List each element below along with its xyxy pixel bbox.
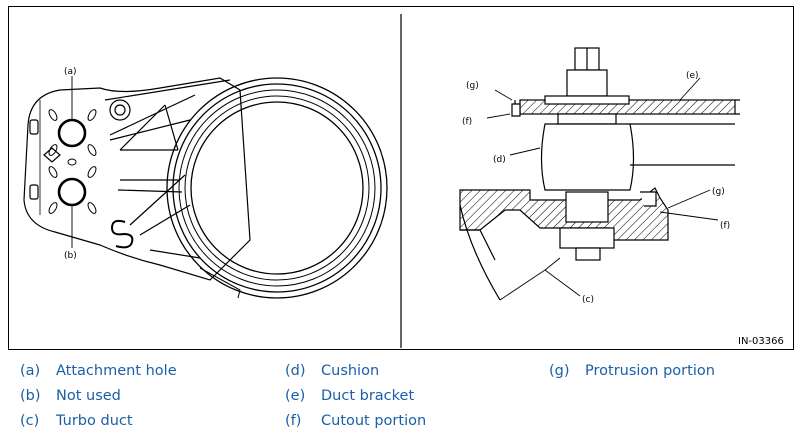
legend-key: (a) [20, 363, 41, 379]
legend-item-a: (a) Attachment hole [20, 363, 177, 379]
legend-item-b: (b) Not used [20, 388, 121, 404]
legend-key: (b) [20, 388, 41, 404]
legend-label: Not used [56, 388, 121, 404]
callout-f-right: (f) [720, 221, 730, 231]
legend-key: (e) [285, 388, 306, 404]
callout-d: (d) [493, 155, 506, 165]
figure-frame [8, 6, 794, 350]
legend-label: Attachment hole [56, 363, 177, 379]
legend-item-f: (f) Cutout portion [285, 413, 426, 429]
attachment-hole-a [57, 118, 87, 148]
legend-label: Protrusion portion [585, 363, 715, 379]
legend-label: Cushion [321, 363, 380, 379]
legend-key: (g) [549, 363, 570, 379]
legend-label: Cutout portion [321, 413, 427, 429]
turbo-duct-rings [166, 77, 388, 299]
diagram-illustration: (a) (b) [23, 14, 740, 348]
legend-label: Duct bracket [321, 388, 415, 404]
figure-id: IN-03366 [738, 336, 784, 347]
cushion-body [540, 123, 735, 191]
callout-g-top: (g) [466, 81, 479, 91]
legend-key: (d) [285, 363, 306, 379]
left-view-bracket [23, 77, 251, 281]
callout-a-left: (a) [64, 67, 77, 77]
legend-label: Turbo duct [56, 413, 133, 429]
legend-key: (f) [285, 413, 302, 429]
callout-b-left: (b) [64, 251, 77, 261]
legend-item-c: (c) Turbo duct [20, 413, 133, 429]
legend-item-d: (d) Cushion [285, 363, 379, 379]
callout-e: (e) [686, 71, 699, 81]
callout-f-top: (f) [462, 117, 472, 127]
lower-flange-section [459, 187, 669, 261]
bolt-top [544, 47, 630, 125]
legend: (a) Attachment hole (b) Not used (c) Turbo … [0, 360, 803, 439]
legend-item-g: (g) Protrusion portion [549, 363, 715, 379]
legend-key: (c) [20, 413, 40, 429]
hole-not-used-b [57, 177, 87, 207]
callout-g-right: (g) [712, 187, 725, 197]
legend-item-e: (e) Duct bracket [285, 388, 414, 404]
callout-c: (c) [582, 295, 594, 305]
